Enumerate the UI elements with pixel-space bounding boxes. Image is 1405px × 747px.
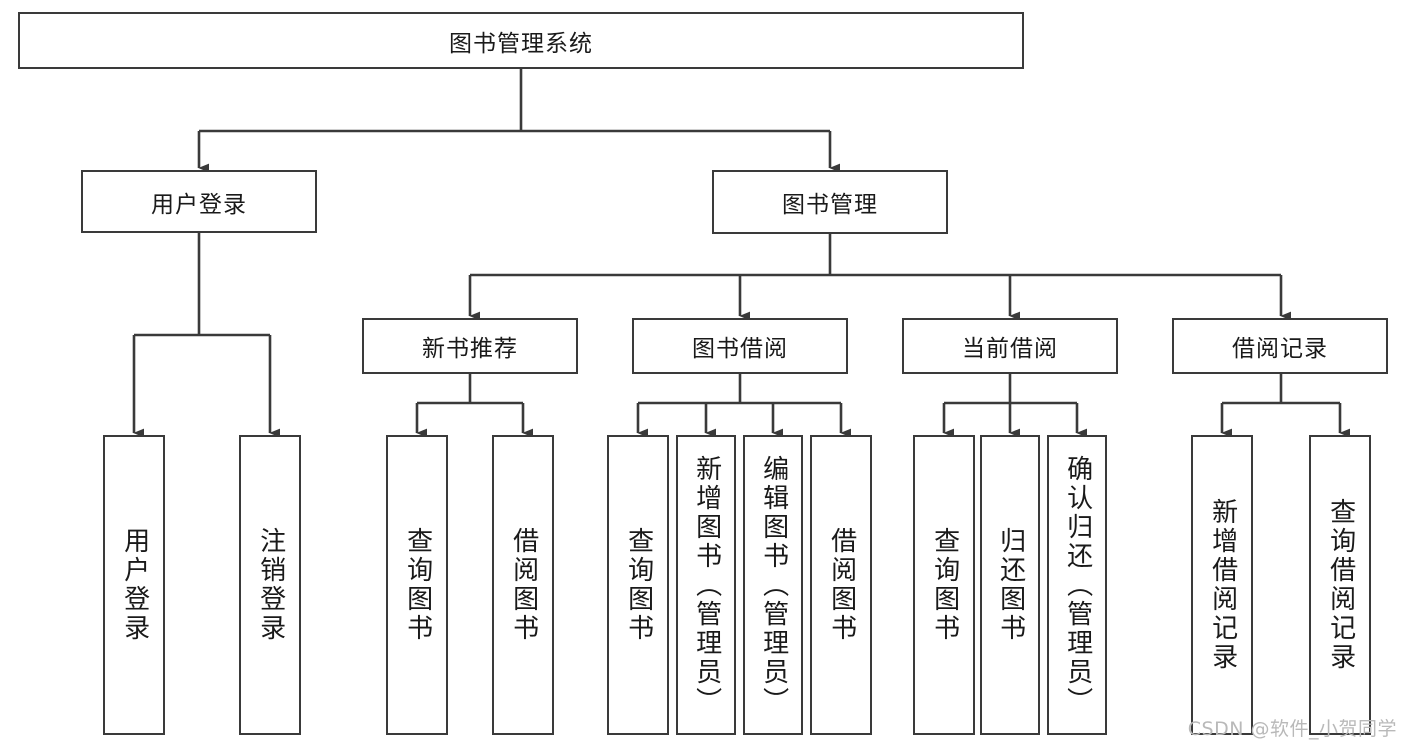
node-label: 归还图书: [995, 527, 1026, 643]
leaf-add-book[interactable]: 新增图书（管理员）: [676, 435, 736, 735]
node-book-borrow[interactable]: 图书借阅: [632, 318, 848, 374]
leaf-query-book-borrow[interactable]: 查询图书: [607, 435, 669, 735]
node-borrow-record[interactable]: 借阅记录: [1172, 318, 1388, 374]
node-book-manage[interactable]: 图书管理: [712, 170, 948, 234]
node-label: 注销登录: [255, 527, 286, 643]
node-label: 借阅图书: [508, 527, 539, 643]
leaf-query-book-recommend[interactable]: 查询图书: [386, 435, 448, 735]
node-user-login[interactable]: 用户登录: [81, 170, 317, 233]
node-label: 查询图书: [623, 527, 654, 643]
node-label: 新增图书（管理员）: [691, 454, 722, 716]
leaf-query-book-current[interactable]: 查询图书: [913, 435, 975, 735]
leaf-confirm-return[interactable]: 确认归还（管理员）: [1047, 435, 1107, 735]
node-label: 确认归还（管理员）: [1062, 454, 1093, 716]
node-new-book-recommend[interactable]: 新书推荐: [362, 318, 578, 374]
node-current-borrow[interactable]: 当前借阅: [902, 318, 1118, 374]
leaf-borrow-book-recommend[interactable]: 借阅图书: [492, 435, 554, 735]
node-label: 编辑图书（管理员）: [758, 454, 789, 716]
node-label: 新增借阅记录: [1207, 498, 1238, 672]
node-label: 借阅图书: [826, 527, 857, 643]
node-label: 用户登录: [151, 191, 247, 218]
csdn-watermark: CSDN @软件_小贺同学: [1187, 718, 1397, 740]
node-label: 用户登录: [119, 527, 150, 643]
leaf-user-login[interactable]: 用户登录: [103, 435, 165, 735]
leaf-query-borrow-record[interactable]: 查询借阅记录: [1309, 435, 1371, 735]
node-label: 当前借阅: [962, 336, 1058, 362]
node-label: 查询图书: [929, 527, 960, 643]
leaf-add-borrow-record[interactable]: 新增借阅记录: [1191, 435, 1253, 735]
node-label: 图书管理系统: [449, 30, 593, 57]
node-label: 图书借阅: [692, 336, 788, 362]
node-root-book-management-system[interactable]: 图书管理系统: [18, 12, 1024, 69]
node-label: 新书推荐: [422, 336, 518, 362]
node-label: 图书管理: [782, 192, 878, 218]
node-label: 借阅记录: [1232, 336, 1328, 362]
leaf-edit-book[interactable]: 编辑图书（管理员）: [743, 435, 803, 735]
leaf-logout-login[interactable]: 注销登录: [239, 435, 301, 735]
node-label: 查询借阅记录: [1325, 498, 1356, 672]
node-label: 查询图书: [402, 527, 433, 643]
leaf-borrow-book[interactable]: 借阅图书: [810, 435, 872, 735]
leaf-return-book[interactable]: 归还图书: [980, 435, 1040, 735]
